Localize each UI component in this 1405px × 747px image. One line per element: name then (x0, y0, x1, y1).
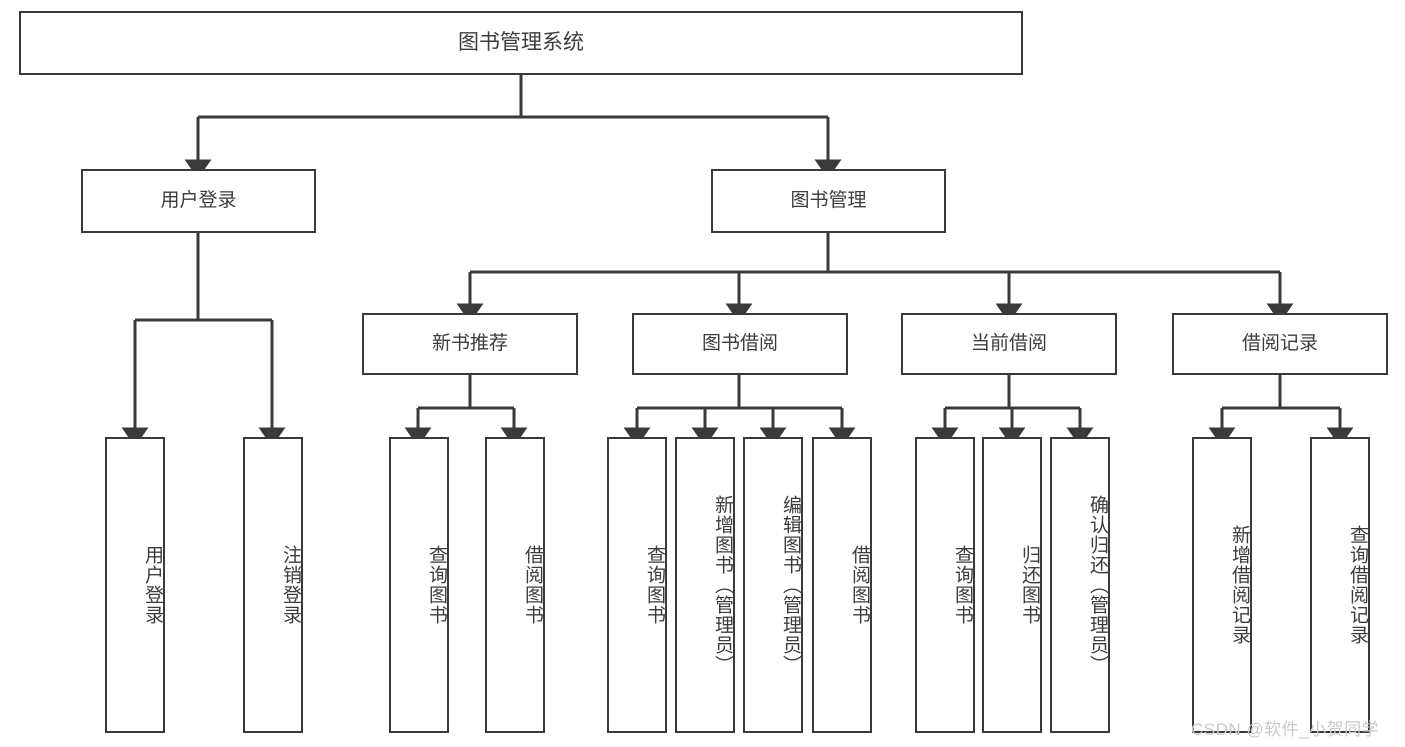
csdn-watermark-text: CSDN @软件_小贺同学 (1191, 720, 1380, 739)
node-book-manage[interactable]: 图书管理 (711, 169, 946, 233)
leaf-confirm-return[interactable]: 确认归还（管理员） (1050, 437, 1110, 733)
node-new-book-rec-label: 新书推荐 (431, 333, 508, 355)
leaf-query-record[interactable]: 查询借阅记录 (1310, 437, 1370, 733)
node-current-borrow-label: 当前借阅 (970, 333, 1047, 355)
leaf-add-book[interactable]: 新增图书（管理员） (675, 437, 735, 733)
leaf-query-book-1-label: 查询图书 (426, 545, 447, 625)
leaf-query-record-label: 查询借阅记录 (1347, 525, 1368, 645)
leaf-add-record[interactable]: 新增借阅记录 (1192, 437, 1252, 733)
node-root[interactable]: 图书管理系统 (19, 11, 1023, 75)
leaf-query-book-2[interactable]: 查询图书 (607, 437, 667, 733)
leaf-return-book-label: 归还图书 (1019, 545, 1040, 625)
node-borrow-record[interactable]: 借阅记录 (1172, 313, 1388, 375)
node-root-label: 图书管理系统 (458, 31, 584, 55)
node-current-borrow[interactable]: 当前借阅 (901, 313, 1117, 375)
node-book-manage-label: 图书管理 (790, 190, 867, 212)
node-book-borrow-label: 图书借阅 (701, 333, 778, 355)
leaf-add-book-label: 新增图书（管理员） (712, 495, 733, 675)
leaf-add-record-label: 新增借阅记录 (1229, 525, 1250, 645)
leaf-user-logout[interactable]: 注销登录 (243, 437, 303, 733)
csdn-watermark: CSDN @软件_小贺同学 (1191, 715, 1379, 740)
leaf-borrow-book-1-label: 借阅图书 (522, 545, 543, 625)
leaf-borrow-book-1[interactable]: 借阅图书 (485, 437, 545, 733)
leaf-edit-book[interactable]: 编辑图书（管理员） (743, 437, 803, 733)
node-user-login-label: 用户登录 (160, 190, 237, 212)
leaf-user-login-label: 用户登录 (142, 545, 163, 625)
leaf-query-book-2-label: 查询图书 (644, 545, 665, 625)
leaf-query-book-1[interactable]: 查询图书 (389, 437, 449, 733)
leaf-borrow-book-2[interactable]: 借阅图书 (812, 437, 872, 733)
leaf-confirm-return-label: 确认归还（管理员） (1087, 495, 1108, 675)
leaf-user-login[interactable]: 用户登录 (105, 437, 165, 733)
leaf-return-book[interactable]: 归还图书 (982, 437, 1042, 733)
node-new-book-rec[interactable]: 新书推荐 (362, 313, 578, 375)
leaf-borrow-book-2-label: 借阅图书 (849, 545, 870, 625)
node-user-login[interactable]: 用户登录 (81, 169, 316, 233)
node-borrow-record-label: 借阅记录 (1241, 333, 1318, 355)
leaf-query-book-3-label: 查询图书 (952, 545, 973, 625)
leaf-edit-book-label: 编辑图书（管理员） (780, 495, 801, 675)
leaf-user-logout-label: 注销登录 (280, 545, 301, 625)
node-book-borrow[interactable]: 图书借阅 (632, 313, 848, 375)
leaf-query-book-3[interactable]: 查询图书 (915, 437, 975, 733)
